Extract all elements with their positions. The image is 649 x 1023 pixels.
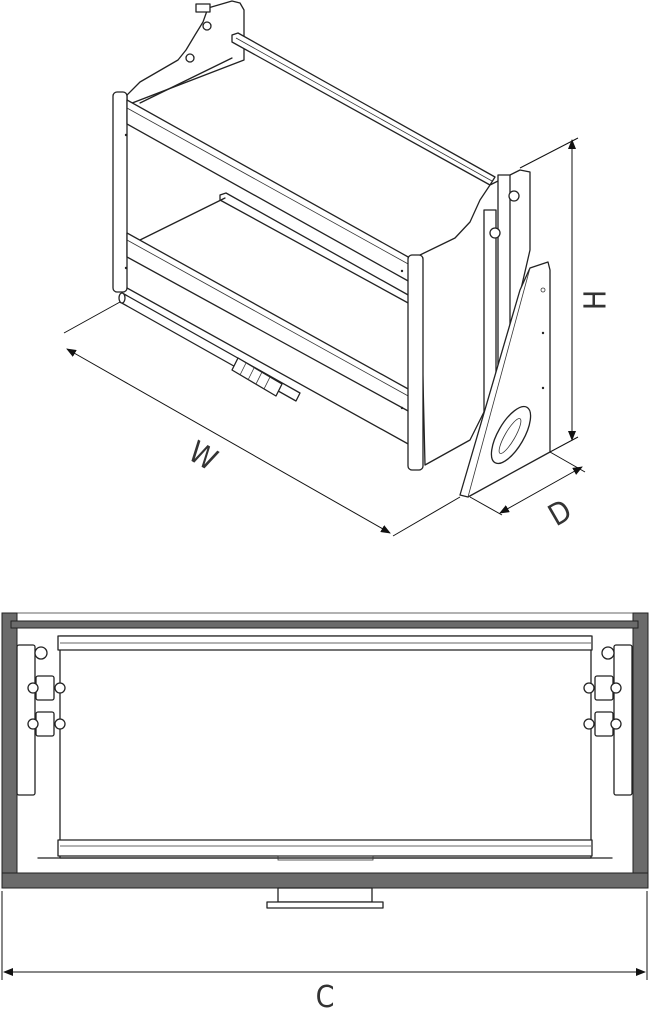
cabinet-right-wall — [632, 612, 649, 889]
rod-grip — [277, 855, 374, 861]
side-mount-bracket — [459, 261, 551, 498]
handle-rod[interactable] — [118, 292, 301, 402]
cabinet-handle[interactable] — [266, 887, 384, 909]
left-front-post — [112, 91, 128, 293]
top-front-rail — [126, 99, 411, 283]
top-rail — [10, 620, 639, 629]
dimension-width: W — [63, 301, 461, 537]
left-bolt-icon — [185, 53, 195, 63]
dimension-cabinet-width: C — [1, 891, 648, 1015]
depth-label: D — [542, 493, 578, 534]
dimension-height: H — [519, 137, 614, 453]
basket-front — [59, 635, 592, 859]
basket-bottom-rail — [57, 839, 593, 857]
right-roller-assembly — [583, 644, 633, 796]
right-front-post — [407, 254, 424, 471]
left-hook — [195, 3, 211, 13]
left-bolt-icon — [202, 21, 212, 31]
cabinet-width-label: C — [316, 980, 335, 1015]
left-roller-assembly — [16, 644, 66, 796]
cabinet-left-wall — [1, 612, 18, 889]
iso-view: W D H — [63, 0, 614, 537]
width-label: W — [182, 435, 223, 479]
left-side-plate — [126, 0, 245, 106]
height-label: H — [579, 290, 614, 310]
front-view: C — [1, 612, 649, 1015]
cabinet-bottom — [1, 872, 649, 889]
